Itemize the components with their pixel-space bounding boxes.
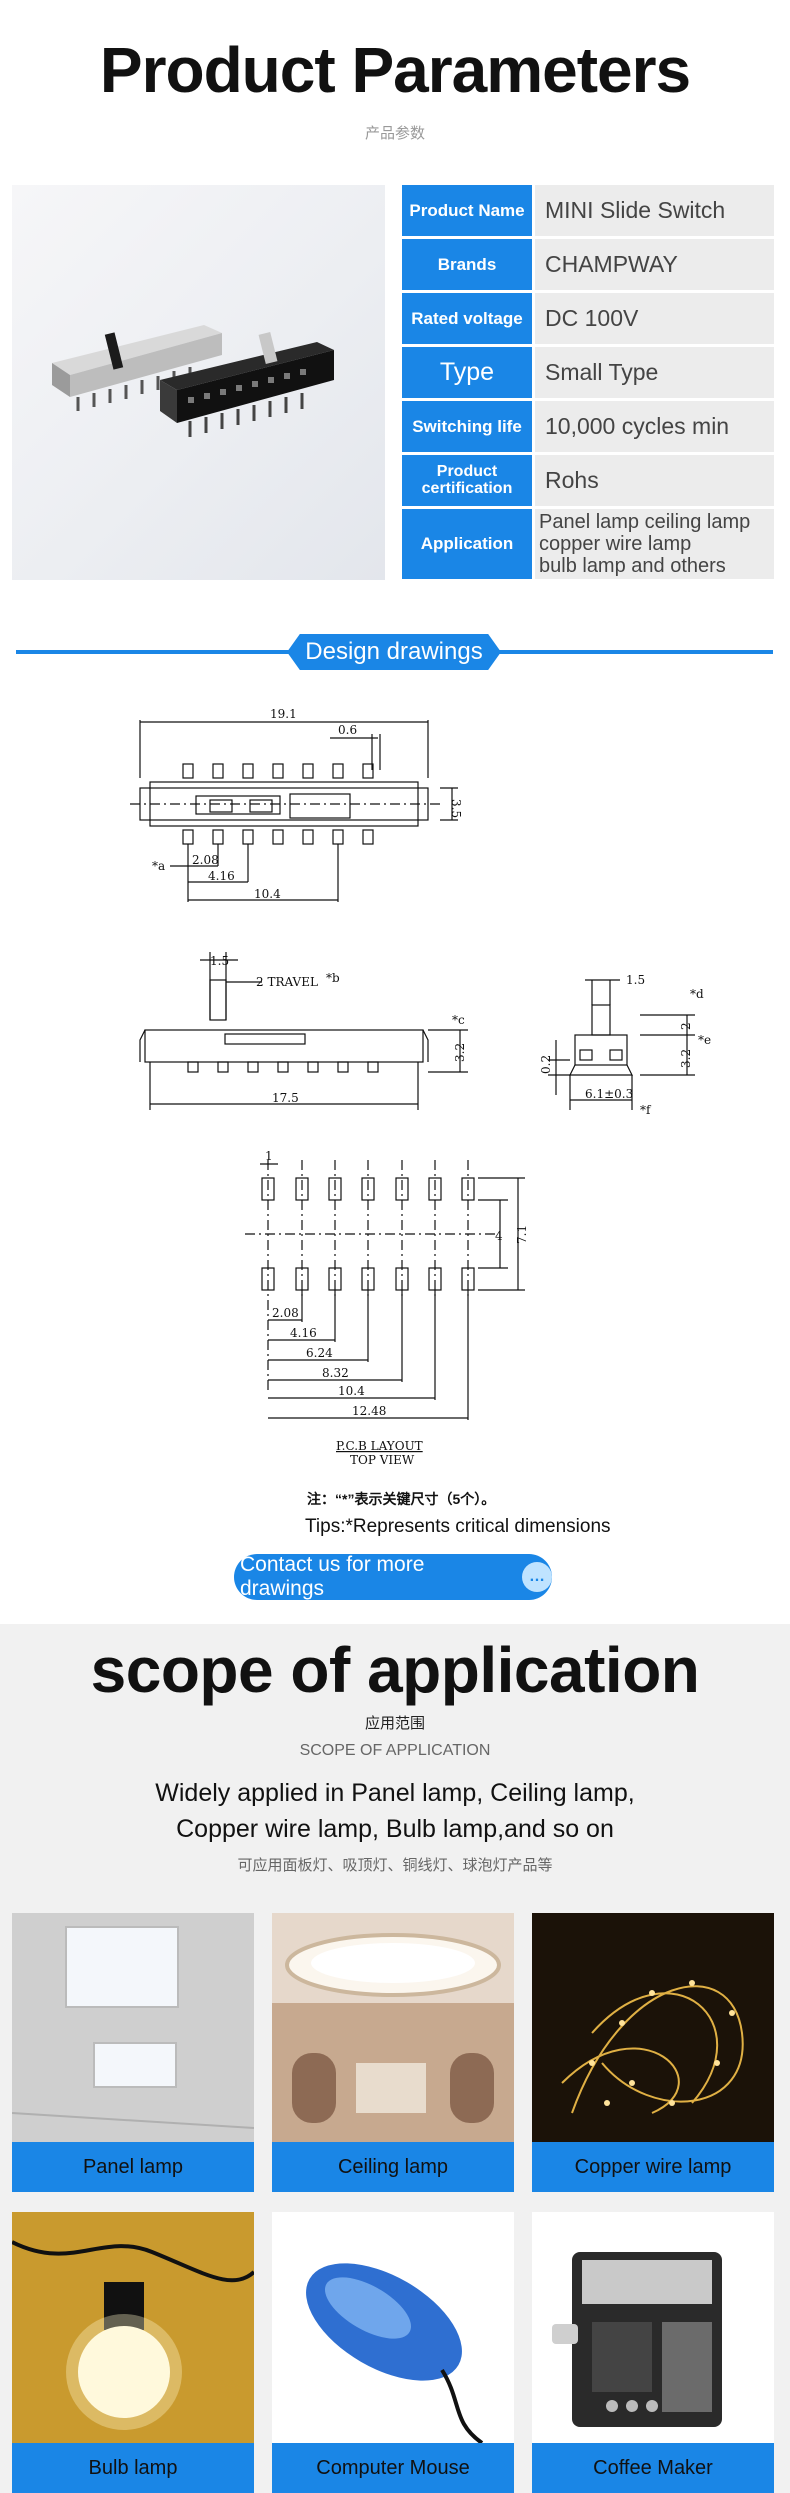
dim-label: 7.1 bbox=[515, 1225, 529, 1244]
dim-label: 6.1±0.3 bbox=[585, 1087, 633, 1101]
card-panel-lamp: Panel lamp bbox=[12, 1913, 254, 2192]
param-row-brands: Brands CHAMPWAY bbox=[402, 239, 774, 290]
param-row-type: Type Small Type bbox=[402, 347, 774, 398]
page-title: Product Parameters bbox=[99, 34, 691, 106]
param-value-line: copper wire lamp bbox=[539, 533, 692, 555]
bulb-lamp-image bbox=[12, 2212, 254, 2443]
param-label: Rated voltage bbox=[402, 293, 532, 344]
dim-label: 3.5 bbox=[449, 799, 463, 818]
param-row-application: Application Panel lamp ceiling lamp copp… bbox=[402, 509, 774, 579]
dim-label: 10.4 bbox=[254, 887, 281, 901]
param-value: Small Type bbox=[535, 347, 774, 398]
param-value: DC 100V bbox=[535, 293, 774, 344]
dim-label: *d bbox=[690, 987, 704, 1001]
ceiling-lamp-image bbox=[272, 1913, 514, 2142]
dim-label: 3.2 bbox=[453, 1043, 467, 1062]
product-photo bbox=[12, 185, 385, 580]
param-label: Product Name bbox=[402, 185, 532, 236]
drawing-top-view bbox=[130, 720, 458, 902]
param-label: Product certification bbox=[402, 455, 532, 506]
dim-label: *a bbox=[152, 859, 165, 873]
card-label: Coffee Maker bbox=[532, 2443, 774, 2493]
dim-label: 2.08 bbox=[192, 853, 219, 867]
dim-label: 1.5 bbox=[210, 954, 229, 968]
param-value-line: Panel lamp ceiling lamp bbox=[539, 511, 751, 533]
contact-button-label: Contact us for more drawings bbox=[240, 1553, 425, 1600]
param-label: Type bbox=[402, 347, 532, 398]
param-label: Application bbox=[402, 509, 532, 579]
dim-label: 17.5 bbox=[272, 1091, 299, 1105]
page-subtitle: 产品参数 bbox=[364, 125, 425, 142]
card-copper-wire-lamp: Copper wire lamp bbox=[532, 1913, 774, 2192]
chat-bubble-icon: … bbox=[522, 1562, 552, 1592]
dim-label: 0.2 bbox=[539, 1055, 553, 1074]
application-subtitle-en: SCOPE OF APPLICATION bbox=[299, 1742, 491, 1759]
dim-label: 4 bbox=[495, 1229, 503, 1243]
card-ceiling-lamp: Ceiling lamp bbox=[272, 1913, 514, 2192]
technical-drawing: 19.1 0.6 3.5 *a 2.08 4.16 10.4 1.5 2 TRA… bbox=[130, 707, 711, 1467]
card-label: Bulb lamp bbox=[12, 2443, 254, 2493]
param-row-switching-life: Switching life 10,000 cycles min bbox=[402, 401, 774, 452]
dim-label: 12.48 bbox=[352, 1404, 386, 1418]
dim-label: *e bbox=[698, 1033, 711, 1047]
param-value: Rohs bbox=[535, 455, 774, 506]
param-row-product-name: Product Name MINI Slide Switch bbox=[402, 185, 774, 236]
application-title: scope of application bbox=[90, 1634, 700, 1706]
computer-mouse-image bbox=[272, 2212, 514, 2443]
pcb-layout-label: P.C.B LAYOUT bbox=[336, 1439, 423, 1453]
param-row-certification: Product certification Rohs bbox=[402, 455, 774, 506]
dim-label: *f bbox=[640, 1103, 652, 1117]
application-description-line: Copper wire lamp, Bulb lamp,and so on bbox=[176, 1815, 614, 1843]
dim-label: 1.5 bbox=[626, 973, 645, 987]
application-description-cn: 可应用面板灯、吸顶灯、铜线灯、球泡灯产品等 bbox=[237, 1857, 553, 1874]
drawing-note-cn: 注：“*”表示关键尺寸（5个）。 bbox=[307, 1491, 496, 1507]
card-bulb-lamp: Bulb lamp bbox=[12, 2212, 254, 2493]
card-label: Copper wire lamp bbox=[532, 2142, 774, 2192]
top-view-label: TOP VIEW bbox=[350, 1453, 415, 1467]
dim-label: 19.1 bbox=[270, 707, 297, 721]
dim-label: *b bbox=[326, 971, 340, 985]
param-value: 10,000 cycles min bbox=[535, 401, 774, 452]
drawing-end-view bbox=[548, 979, 695, 1110]
switch-image-front bbox=[160, 331, 334, 437]
dim-label: 8.32 bbox=[322, 1366, 349, 1380]
card-coffee-maker: Coffee Maker bbox=[532, 2212, 774, 2493]
param-value-line: bulb lamp and others bbox=[539, 555, 726, 577]
section-title-design-drawings: Design drawings bbox=[287, 634, 501, 670]
switch-image-back bbox=[52, 325, 222, 411]
card-label: Ceiling lamp bbox=[272, 2142, 514, 2192]
dim-label: *c bbox=[452, 1013, 465, 1027]
application-description-line: Widely applied in Panel lamp, Ceiling la… bbox=[155, 1779, 635, 1807]
dim-label: 4.16 bbox=[290, 1326, 317, 1340]
dim-label: 2 TRAVEL bbox=[256, 975, 318, 989]
dim-label: 0.6 bbox=[338, 723, 357, 737]
param-label: Brands bbox=[402, 239, 532, 290]
application-subtitle-cn: 应用范围 bbox=[364, 1715, 425, 1732]
dim-label: 6.24 bbox=[306, 1346, 333, 1360]
card-computer-mouse: Computer Mouse bbox=[272, 2212, 514, 2493]
card-label: Computer Mouse bbox=[272, 2443, 514, 2493]
param-row-rated-voltage: Rated voltage DC 100V bbox=[402, 293, 774, 344]
dim-label: 4.16 bbox=[208, 869, 235, 883]
drawing-pcb-layout bbox=[245, 1160, 525, 1420]
dim-label: 2 bbox=[679, 1022, 693, 1030]
panel-lamp-image bbox=[12, 1913, 254, 2142]
drawing-side-view bbox=[139, 952, 468, 1110]
dim-label: 3.2 bbox=[679, 1049, 693, 1068]
coffee-maker-image bbox=[532, 2212, 774, 2443]
card-label: Panel lamp bbox=[12, 2142, 254, 2192]
param-value: Panel lamp ceiling lamp copper wire lamp… bbox=[535, 509, 774, 579]
param-value: CHAMPWAY bbox=[535, 239, 774, 290]
dim-label: 10.4 bbox=[338, 1384, 365, 1398]
contact-drawings-button[interactable]: Contact us for more drawings … bbox=[234, 1553, 552, 1600]
param-value: MINI Slide Switch bbox=[535, 185, 774, 236]
copper-wire-lamp-image bbox=[532, 1913, 774, 2142]
param-label: Switching life bbox=[402, 401, 532, 452]
drawing-tips: Tips:*Represents critical dimensions bbox=[305, 1516, 611, 1537]
application-description: Widely applied in Panel lamp, Ceiling la… bbox=[0, 1775, 790, 1847]
dim-label: 2.08 bbox=[272, 1306, 299, 1320]
dim-label: 1 bbox=[265, 1149, 273, 1163]
